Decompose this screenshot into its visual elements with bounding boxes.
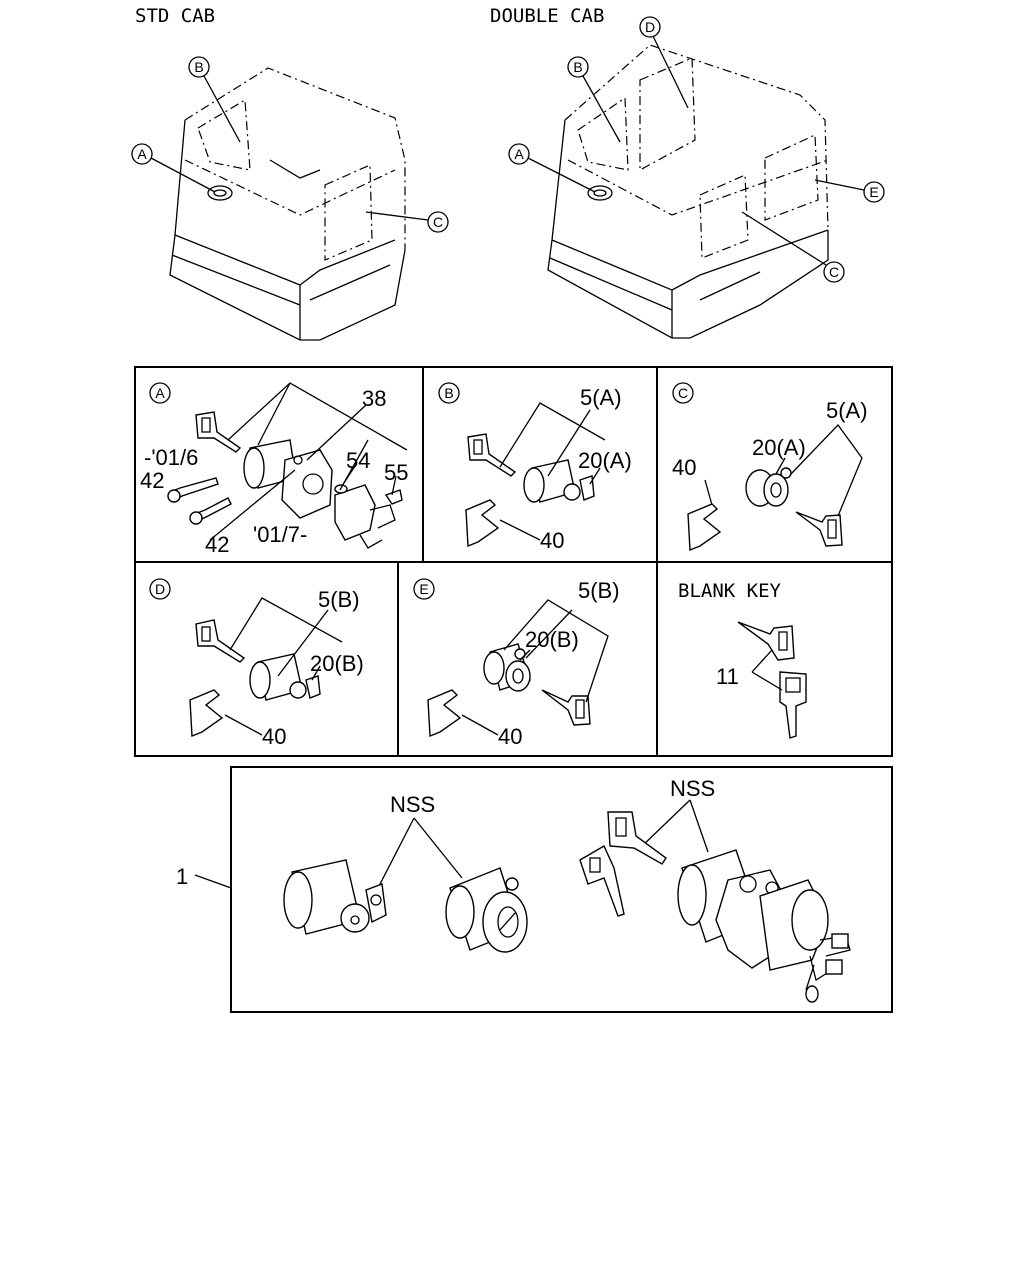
double-cab-illustration: [547, 44, 829, 339]
callout-d-label: D: [645, 19, 655, 35]
part-1: 1: [176, 864, 188, 889]
bolts-42: [167, 477, 232, 525]
kit-ignition-key-2: [579, 845, 625, 917]
callout-a-std: A: [131, 143, 216, 193]
door-key: [541, 689, 591, 726]
double-cab-title: DOUBLE CAB: [490, 5, 604, 27]
part-40: 40: [540, 528, 564, 553]
part-40: 40: [498, 724, 522, 749]
std-cab-view: STD CAB A B C: [131, 5, 449, 341]
panel-blank-key: BLANK KEY 11: [678, 580, 807, 739]
callout-b-double: B: [567, 56, 621, 143]
door-lock-cylinder: [523, 459, 595, 503]
part-5b: 5(B): [578, 578, 620, 603]
assembly-kit: 1 NSS NSS: [176, 766, 893, 1013]
door-key: [195, 619, 246, 663]
retainer-clip: [465, 499, 500, 548]
blank-key-2: [779, 671, 807, 739]
part-20b: 20(B): [310, 651, 364, 676]
callout-a-double: A: [508, 143, 596, 193]
date-01-7: '01/7-: [253, 522, 307, 547]
callout-c-double: C: [741, 211, 845, 283]
callout-e-double: E: [814, 179, 885, 203]
part-40: 40: [672, 455, 696, 480]
part-11: 11: [716, 664, 739, 689]
blank-key-title: BLANK KEY: [678, 580, 782, 602]
part-20a: 20(A): [578, 448, 632, 473]
panel-e-callout: E: [419, 581, 428, 597]
panel-a-callout: A: [155, 385, 165, 401]
blank-key-1: [737, 621, 795, 661]
nss-left: NSS: [390, 792, 435, 817]
part-38: 38: [362, 386, 386, 411]
callout-a-label: A: [137, 146, 147, 162]
panel-c: C 5(A) 20(A) 40: [672, 382, 868, 552]
panel-d: D 5(B) 20(B) 40: [149, 578, 364, 749]
retainer-clip: [189, 689, 224, 738]
panel-grid: [134, 366, 893, 757]
door-key: [795, 511, 843, 547]
part-5b: 5(B): [318, 587, 360, 612]
callout-b-label: B: [573, 59, 582, 75]
date-01-6: -'01/6: [144, 445, 198, 470]
door-key: [467, 433, 517, 477]
screw-55: [384, 489, 403, 505]
part-54: 54: [346, 448, 370, 473]
callout-a-label: A: [514, 146, 524, 162]
panel-e: E 5(B) 20(B) 40: [413, 578, 620, 749]
callout-b-std: B: [188, 56, 241, 143]
door-lock-cylinder: [249, 653, 321, 701]
door-lock-cylinder: [745, 467, 792, 507]
part-5a: 5(A): [826, 398, 868, 423]
std-cab-title: STD CAB: [135, 5, 215, 27]
part-42-top: 42: [140, 468, 164, 493]
callout-b-label: B: [194, 59, 203, 75]
retainer-clip: [427, 689, 462, 738]
ignition-key: [195, 411, 242, 453]
retainer-clip: [687, 503, 722, 552]
part-5a: 5(A): [580, 385, 622, 410]
part-55: 55: [384, 460, 408, 485]
nss-right: NSS: [670, 776, 715, 801]
panel-b-callout: B: [444, 385, 453, 401]
callout-e-label: E: [869, 184, 878, 200]
part-42-bottom: 42: [205, 532, 229, 557]
callout-d-double: D: [639, 16, 689, 109]
kit-ignition-switch: [677, 849, 851, 1003]
part-20a: 20(A): [752, 435, 806, 460]
double-cab-view: DOUBLE CAB A B: [490, 5, 885, 339]
part-40: 40: [262, 724, 286, 749]
callout-c-label: C: [433, 214, 443, 230]
kit-ignition-key-1: [607, 811, 667, 865]
part-20b: 20(B): [525, 627, 579, 652]
callout-c-label: C: [829, 264, 839, 280]
panel-b: B 5(A) 20(A) 40: [438, 382, 632, 553]
panel-c-callout: C: [678, 385, 688, 401]
door-lock-cylinder: [483, 643, 531, 692]
std-cab-illustration: [169, 67, 406, 341]
kit-door-cylinder-1: [283, 859, 387, 935]
callout-c-std: C: [365, 211, 449, 233]
panel-d-callout: D: [155, 581, 165, 597]
panel-a: A: [140, 382, 408, 557]
kit-door-cylinder-2: [445, 867, 528, 953]
ignition-switch-body: [281, 449, 396, 549]
